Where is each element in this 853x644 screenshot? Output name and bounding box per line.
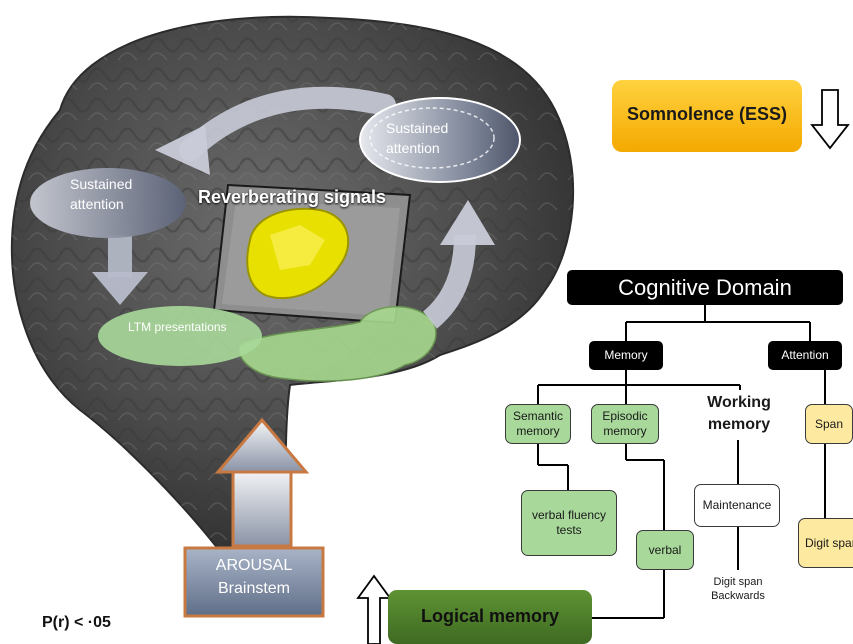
span-node: Span [805,404,853,444]
memory-node: Memory [589,341,663,370]
somnolence-box [612,80,802,152]
ltm-ellipse [98,306,262,366]
ltm-presentations-label: LTM presentations [128,320,227,334]
reverberation-blob [246,207,350,300]
sustained-attention-right-label: Sustained attention [386,120,449,157]
sustained-attention-right-ellipse [359,97,521,183]
verbal-node: verbal [636,530,694,570]
sustained-attention-left-ellipse [30,168,186,238]
hollow-up-arrow-icon [356,574,392,644]
arousal-arrow [183,417,325,618]
arousal-label: AROUSAL [215,557,293,574]
brainstem-label: Brainstem [217,580,291,597]
reverberating-signals-label: Reverberating signals [198,187,387,207]
cognitive-domain-root: Cognitive Domain [567,270,843,305]
verbal-fluency-tests-node: verbal fluency tests [521,490,617,556]
hollow-down-arrow-icon [810,89,850,150]
attention-node: Attention [768,341,842,370]
logical-memory-label: Logical memory [420,606,560,626]
digit-span-node: Digit span [798,518,853,568]
domain-tree-lines [537,305,826,619]
semantic-memory-node: Semantic memory [505,404,571,444]
loop-arrows [92,86,495,329]
maintenance-node: Maintenance [694,484,780,527]
sustained-attention-left-label: Sustained attention [70,176,133,213]
somnolence-label: Somnolence (ESS) [626,104,788,124]
significance-label: P(r) < ·05 [42,614,111,631]
working-memory-label: Working memory [707,394,771,434]
digit-span-backwards-label: Digit span Backwards [711,576,765,603]
hippocampus-shape [238,305,437,382]
episodic-memory-node: Episodic memory [591,404,659,444]
logical-memory-box [388,590,592,644]
